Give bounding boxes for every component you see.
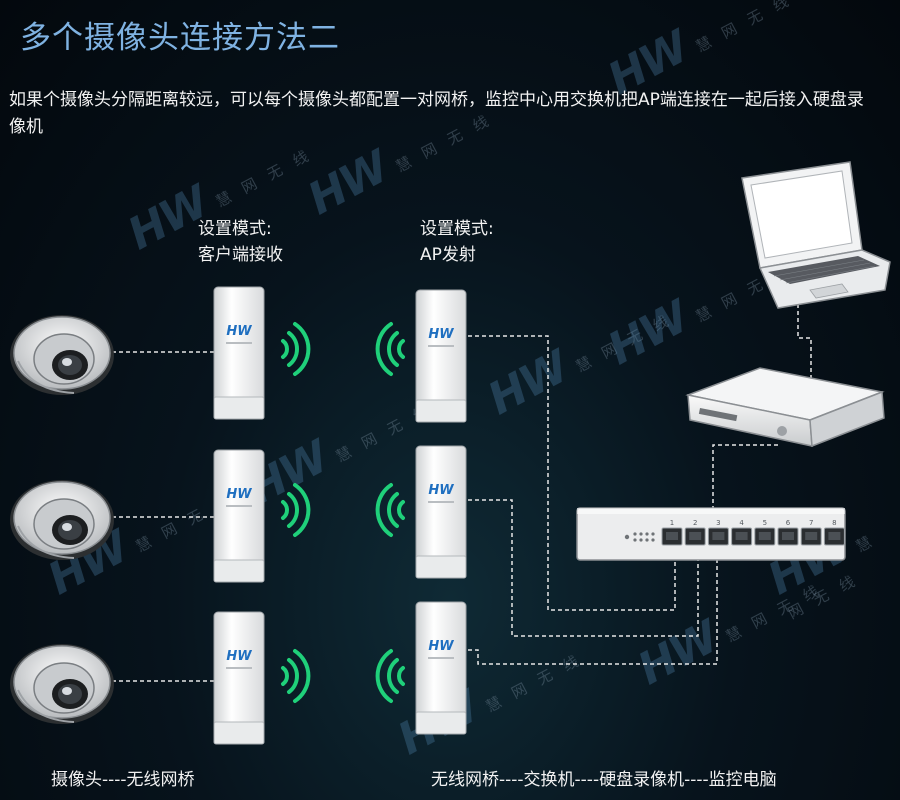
dome-camera-2 — [9, 479, 115, 561]
network-switch: 1 2 3 4 5 6 7 8 — [576, 507, 846, 561]
signal-waves-ap-3 — [375, 649, 405, 703]
description-text: 如果个摄像头分隔距离较远，可以每个摄像头都配置一对网桥，监控中心用交换机把AP端… — [9, 90, 864, 137]
switch-port-label: 3 — [716, 519, 720, 527]
connection-lines — [112, 285, 812, 682]
signal-waves-ap-2 — [375, 483, 405, 537]
bottom-label-right: 无线网桥----交换机----硬盘录像机----监控电脑 — [431, 770, 777, 790]
page-title: 多个摄像头连接方法二 — [20, 20, 340, 56]
laptop — [741, 161, 891, 309]
dome-camera-3 — [9, 643, 115, 725]
switch-port-label: 5 — [763, 519, 767, 527]
switch-port-label: 8 — [832, 519, 836, 527]
switch-port-socket — [666, 532, 678, 540]
bridge-client-3 — [213, 611, 265, 745]
bridge-client-1 — [213, 286, 265, 420]
signal-waves-client-3 — [281, 649, 311, 703]
switch-port-socket — [828, 532, 841, 540]
switch-port-socket — [689, 532, 702, 540]
switch-port-socket — [758, 532, 771, 540]
switch-port-label: 6 — [786, 519, 791, 527]
switch-port-label: 2 — [693, 519, 697, 527]
switch-port-label: 4 — [739, 519, 744, 527]
switch-port-label: 7 — [809, 519, 813, 527]
switch-port-socket — [805, 532, 818, 540]
bridge-client-2 — [213, 449, 265, 583]
switch-port-socket — [712, 532, 725, 540]
signal-waves-client-1 — [281, 322, 311, 376]
client-mode-label: 设置模式: 客户端接收 — [198, 219, 283, 265]
bridge-ap-3 — [415, 601, 467, 735]
switch-port-label: 1 — [670, 519, 674, 527]
switch-port-socket — [735, 532, 748, 540]
switch-port-socket — [782, 532, 794, 540]
bridge-ap-2 — [415, 445, 467, 579]
hard-disk-recorder — [685, 367, 885, 448]
signal-waves-client-2 — [281, 483, 311, 537]
signal-waves-ap-1 — [375, 322, 405, 376]
ap-mode-label: 设置模式: AP发射 — [420, 219, 494, 265]
bottom-label-left: 摄像头----无线网桥 — [51, 770, 195, 790]
dome-camera-1 — [9, 314, 115, 396]
bridge-ap-1 — [415, 289, 467, 423]
